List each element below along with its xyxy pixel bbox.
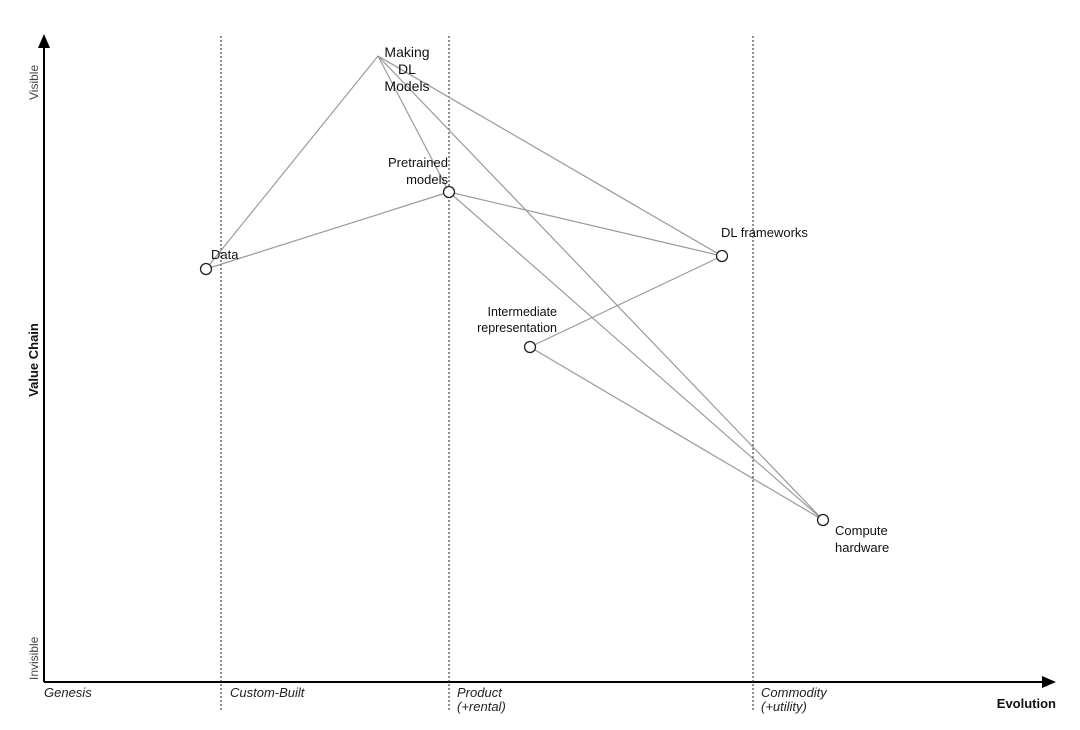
link-pretrained-to-dlframeworks (448, 191, 723, 257)
stage-labels: Genesis Custom-Built Product(+rental) Commo… (44, 685, 828, 714)
stage-label: Genesis (44, 685, 92, 700)
component-marker-compute[interactable] (816, 513, 830, 527)
stage-label: Commodity (761, 685, 828, 700)
component-label-making: DL (398, 61, 416, 77)
component-label-compute: Compute (835, 523, 888, 538)
y-axis-arrowhead (38, 34, 50, 48)
component-label-pretrained: Pretrained (388, 155, 448, 170)
link-pretrained-to-compute (448, 191, 824, 521)
dependency-links (205, 55, 824, 521)
link-making-to-data (205, 55, 379, 270)
y-axis-bottom-label: Invisible (27, 636, 41, 680)
component-label-making: Models (384, 78, 429, 94)
link-making-to-dlframeworks (377, 55, 723, 257)
component-label-ir: representation (477, 321, 557, 335)
component-marker-data[interactable] (199, 262, 213, 276)
stage-dividers (220, 36, 754, 712)
component-marker-dlframeworks[interactable] (715, 249, 729, 263)
y-axis-title: Value Chain (26, 323, 41, 397)
component-label-ir: Intermediate (488, 305, 558, 319)
component-label-making: Making (384, 44, 429, 60)
link-dlframeworks-to-ir (529, 255, 723, 348)
stage-label: (+utility) (761, 699, 807, 714)
component-label-data: Data (211, 247, 239, 262)
component-marker-ir[interactable] (523, 340, 537, 354)
link-making-to-compute (377, 55, 824, 521)
link-making-to-pretrained (377, 55, 450, 193)
stage-label: (+rental) (457, 699, 506, 714)
x-axis-title: Evolution (997, 696, 1056, 711)
component-label-pretrained: models (406, 172, 448, 187)
link-ir-to-compute (529, 346, 824, 521)
link-data-to-pretrained (205, 191, 450, 270)
component-label-dlframeworks: DL frameworks (721, 225, 808, 240)
y-axis-top-label: Visible (27, 65, 41, 100)
component-marker-pretrained[interactable] (442, 185, 456, 199)
stage-label: Custom-Built (230, 685, 306, 700)
x-axis-arrowhead (1042, 676, 1056, 688)
stage-label: Product (457, 685, 503, 700)
component-label-compute: hardware (835, 540, 889, 555)
